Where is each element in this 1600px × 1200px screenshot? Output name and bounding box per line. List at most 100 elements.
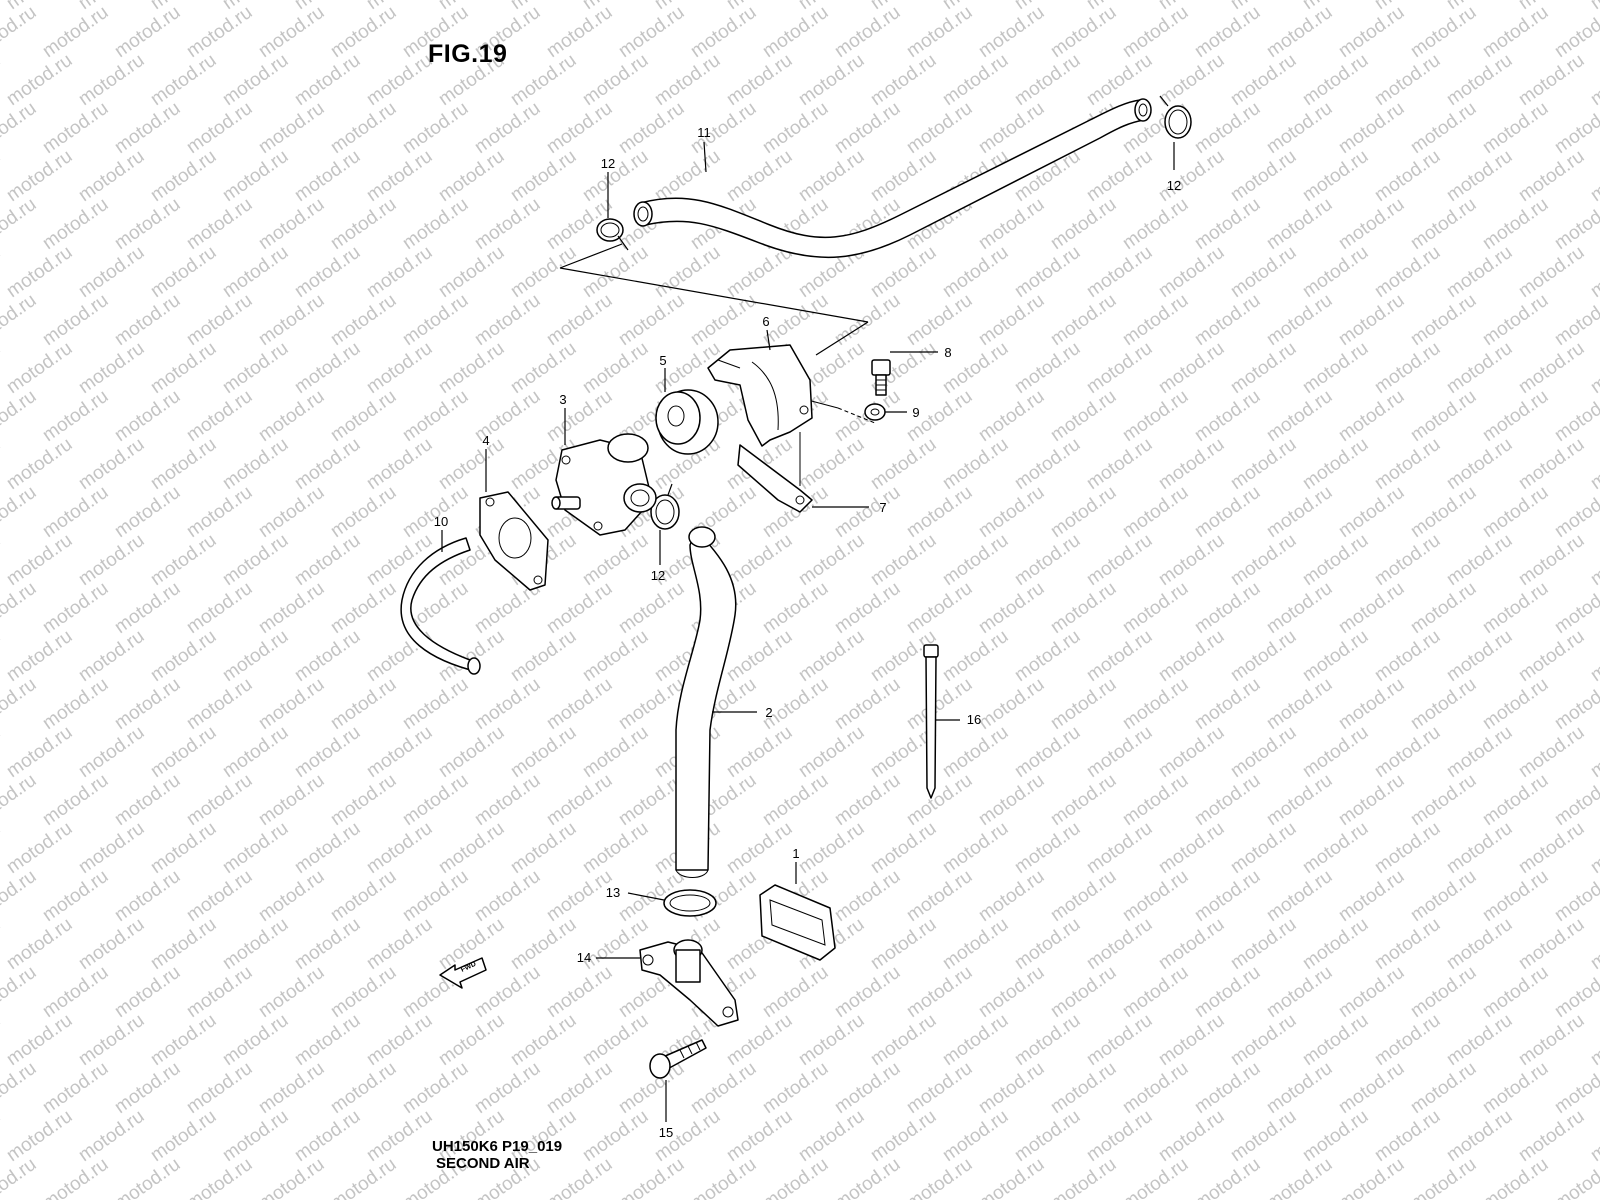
part-12-clamp-upper-left[interactable] [596,218,629,251]
watermark-text: motod.ru [651,146,724,206]
watermark-text: motod.ru [1119,1154,1192,1200]
watermark-text: motod.ru [1119,1058,1192,1118]
watermark-text: motod.ru [1587,1106,1600,1166]
watermark-text: motod.ru [1227,722,1300,782]
callout-8: 8 [944,345,951,360]
watermark-text: motod.ru [1191,578,1264,638]
watermark-text: motod.ru [1263,386,1336,446]
watermark-text: motod.ru [1443,338,1516,398]
watermark-text: motod.ru [1155,530,1228,590]
watermark-text: motod.ru [1191,674,1264,734]
watermark-text: motod.ru [39,866,112,926]
watermark-text: motod.ru [579,146,652,206]
watermark-text: motod.ru [471,98,544,158]
watermark-text: motod.ru [1227,50,1300,110]
part-11-hose[interactable] [633,98,1152,259]
watermark-text: motod.ru [1011,1010,1084,1070]
callout-leaders [441,141,1175,1122]
watermark-text: motod.ru [39,962,112,1022]
watermark-text: motod.ru [1119,674,1192,734]
watermark-text: motod.ru [723,722,796,782]
watermark-text: motod.ru [255,2,328,62]
watermark-text: motod.ru [1263,1058,1336,1118]
watermark-text: motod.ru [147,914,220,974]
watermark-text: motod.ru [363,914,436,974]
watermark-text: motod.ru [615,98,688,158]
watermark-text: motod.ru [903,1058,976,1118]
part-15-bolt[interactable] [649,1039,707,1079]
watermark-text: motod.ru [1155,50,1228,110]
watermark-text: motod.ru [255,962,328,1022]
watermark-text: motod.ru [1263,2,1336,62]
watermark-text: motod.ru [867,146,940,206]
watermark-text: motod.ru [1443,530,1516,590]
watermark-text: motod.ru [1263,482,1336,542]
watermark-text: motod.ru [0,146,4,206]
callout-5: 5 [659,353,666,368]
part-7-lower-bracket[interactable] [737,432,813,513]
watermark-text: motod.ru [939,722,1012,782]
part-14-cover[interactable] [639,939,739,1027]
watermark-text: motod.ru [795,626,868,686]
watermark-text: motod.ru [291,1010,364,1070]
part-2-hose[interactable] [675,526,737,878]
watermark-text: motod.ru [435,1010,508,1070]
watermark-text: motod.ru [1155,1010,1228,1070]
part-1-seal[interactable] [759,884,836,961]
watermark-text: motod.ru [1587,530,1600,590]
watermark-text: motod.ru [1083,434,1156,494]
watermark-text: motod.ru [399,386,472,446]
part-12-clamp-middle[interactable] [650,483,680,530]
watermark-text: motod.ru [1587,914,1600,974]
watermark-text: motod.ru [0,1010,4,1070]
watermark-text: motod.ru [1011,50,1084,110]
watermark-text: motod.ru [1011,722,1084,782]
watermark-text: motod.ru [1515,914,1588,974]
watermark-text: motod.ru [219,530,292,590]
watermark-text: motod.ru [543,1058,616,1118]
callout-16: 16 [967,712,981,727]
part-10-hose[interactable] [400,537,481,675]
part-5-cushion[interactable] [655,389,719,455]
watermark-text: motod.ru [1119,578,1192,638]
watermark-text: motod.ru [1299,50,1372,110]
watermark-text: motod.ru [327,962,400,1022]
watermark-text: motod.ru [1299,1010,1372,1070]
watermark-text: motod.ru [1119,482,1192,542]
watermark-text: motod.ru [1443,1010,1516,1070]
part-16-cable-tie[interactable] [923,644,939,799]
watermark-text: motod.ru [0,1106,4,1166]
watermark-text: motod.ru [399,1058,472,1118]
watermark-text: motod.ru [1587,818,1600,878]
watermark-text: motod.ru [219,626,292,686]
watermark-text: motod.ru [291,1106,364,1166]
watermark-text: motod.ru [471,770,544,830]
watermark-text: motod.ru [75,1010,148,1070]
watermark-text: motod.ru [867,530,940,590]
watermark-text: motod.ru [1047,194,1120,254]
watermark-text: motod.ru [1407,1058,1480,1118]
part-6-bracket[interactable] [707,344,813,447]
part-12-clamp-upper-right[interactable] [1159,95,1192,139]
part-13-clamp[interactable] [663,889,717,917]
watermark-text: motod.ru [255,290,328,350]
watermark-text: motod.ru [111,290,184,350]
watermark-text: motod.ru [363,722,436,782]
watermark-text: motod.ru [1371,530,1444,590]
watermark-text: motod.ru [1407,674,1480,734]
watermark-text: motod.ru [39,98,112,158]
watermark-text: motod.ru [1515,146,1588,206]
part-3-reed-valve[interactable] [551,433,657,536]
watermark-text: motod.ru [1047,866,1120,926]
watermark-text: motod.ru [1155,242,1228,302]
part-4-gasket[interactable] [479,491,549,591]
watermark-text: motod.ru [687,290,760,350]
watermark-text: motod.ru [3,146,76,206]
watermark-text: motod.ru [255,482,328,542]
watermark-text: motod.ru [1299,1106,1372,1166]
watermark-text: motod.ru [1371,818,1444,878]
part-8-bolt[interactable] [871,359,891,396]
part-9-washer[interactable] [864,403,886,421]
watermark-text: motod.ru [1371,434,1444,494]
watermark-text: motod.ru [363,338,436,398]
